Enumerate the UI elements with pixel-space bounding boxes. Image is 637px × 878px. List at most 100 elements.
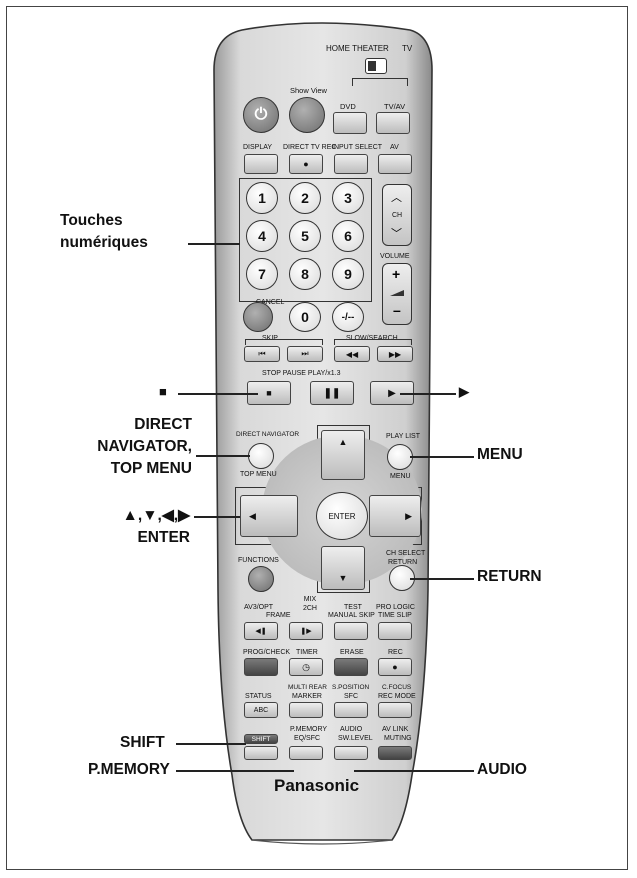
abc-label: ABC — [253, 706, 269, 714]
digit-0-button[interactable]: 0 — [289, 302, 321, 332]
cursor-right-button[interactable]: ▶ — [369, 495, 421, 537]
enter-label: ENTER — [328, 511, 356, 521]
volume-rocker[interactable]: + – — [382, 263, 412, 325]
manual-skip-button[interactable] — [334, 622, 368, 640]
callout-touches-line1: Touches — [60, 212, 123, 229]
dvd-label: DVD — [340, 102, 356, 111]
callout-touches-numeriques: Touches numériques — [60, 210, 186, 254]
frame-back-button[interactable]: ◀❚ — [244, 622, 278, 640]
frame-forward-button[interactable]: ❚▶ — [289, 622, 323, 640]
rec-mode-label: REC MODE — [378, 693, 416, 700]
slow-forward-button[interactable]: ▶▶ — [377, 346, 413, 362]
digit-5-button[interactable]: 5 — [289, 220, 321, 252]
arrow-up-icon: ▲ — [338, 437, 348, 447]
p-memory-button[interactable] — [289, 746, 323, 760]
multi-rear-label: MULTI REAR — [288, 684, 327, 691]
marker-button[interactable] — [289, 702, 323, 718]
p-memory-label: P.MEMORY — [290, 726, 328, 733]
digit-8-button[interactable]: 8 — [289, 258, 321, 290]
av-label: AV — [390, 144, 399, 151]
muting-label: MUTING — [384, 735, 412, 742]
digit-9-button[interactable]: 9 — [332, 258, 364, 290]
rec-mode-button[interactable] — [378, 702, 412, 718]
dvd-button[interactable] — [333, 112, 367, 134]
prog-check-button[interactable] — [244, 658, 278, 676]
top-menu-label: TOP MENU — [240, 471, 277, 478]
ch-label: CH — [392, 212, 403, 219]
av-button[interactable] — [378, 154, 412, 174]
callout-arrows-enter: ▲,▼,◀,▶ ENTER — [60, 505, 190, 549]
skip-forward-icon: ⏭ — [301, 349, 309, 358]
pause-icon: ❚❚ — [323, 387, 341, 399]
record-icon: ● — [392, 662, 398, 672]
shift-button[interactable]: SHIFT — [244, 734, 278, 744]
skip-back-button[interactable]: ⏮ — [244, 346, 280, 362]
input-select-label: INPUT SELECT — [332, 144, 383, 151]
callout-shift: SHIFT — [120, 734, 165, 751]
pause-button[interactable]: ❚❚ — [310, 381, 354, 405]
direct-navigator-button[interactable] — [248, 443, 274, 469]
digit-1-button[interactable]: 1 — [246, 182, 278, 214]
play-icon: ▶ — [388, 387, 396, 399]
sw-level-label: SW.LEVEL — [338, 735, 373, 742]
enter-button[interactable]: ENTER — [316, 492, 368, 540]
timer-button[interactable]: ◷ — [289, 658, 323, 676]
shift-label: SHIFT — [251, 735, 271, 743]
fast-forward-icon: ▶▶ — [388, 349, 402, 359]
functions-button[interactable] — [248, 566, 274, 592]
volume-label: VOLUME — [380, 253, 410, 260]
dash-button[interactable]: -/-- — [332, 302, 364, 332]
channel-rocker[interactable]: ︿ CH ﹀ — [382, 184, 412, 246]
digit-7-button[interactable]: 7 — [246, 258, 278, 290]
mode-switch[interactable] — [365, 58, 387, 74]
leader-return — [410, 578, 474, 580]
erase-button[interactable] — [334, 658, 368, 676]
display-label: DISPLAY — [243, 144, 273, 151]
arrow-right-icon: ▶ — [405, 510, 412, 521]
mix-2ch-label: MIX 2CH — [302, 596, 317, 612]
status-button[interactable]: ABC — [244, 702, 278, 718]
direct-tv-rec-button[interactable]: ● — [289, 154, 323, 174]
status-label: STATUS — [245, 693, 272, 700]
callout-direct-navigator: DIRECT NAVIGATOR, TOP MENU — [40, 414, 192, 480]
arrow-down-icon: ▼ — [338, 573, 348, 583]
direct-tv-rec-label: DIRECT TV REC — [283, 144, 337, 151]
audio-button[interactable] — [334, 746, 368, 760]
clock-icon: ◷ — [302, 661, 310, 672]
cursor-down-button[interactable]: ▼ — [321, 546, 365, 590]
cursor-up-button[interactable]: ▲ — [321, 430, 365, 480]
cancel-button[interactable] — [243, 302, 273, 332]
digit-6-button[interactable]: 6 — [332, 220, 364, 252]
slow-rewind-button[interactable]: ◀◀ — [334, 346, 370, 362]
callout-audio: AUDIO — [477, 761, 527, 778]
muting-button[interactable] — [378, 746, 412, 760]
digit-2-button[interactable]: 2 — [289, 182, 321, 214]
power-button[interactable]: ⏻ — [243, 97, 279, 133]
skip-forward-button[interactable]: ⏭ — [287, 346, 323, 362]
leader-stop — [178, 393, 258, 395]
direct-navigator-label: DIRECT NAVIGATOR — [236, 431, 300, 438]
leader-direct-navigator — [196, 455, 250, 457]
power-icon: ⏻ — [254, 106, 268, 123]
arrow-left-icon: ◀ — [249, 510, 256, 521]
callout-arrows-line1: ▲,▼,◀,▶ — [122, 507, 190, 524]
pro-logic-label: PRO LOGIC — [376, 604, 415, 611]
rec-button[interactable]: ● — [378, 658, 412, 676]
brand-logo: Panasonic — [274, 776, 360, 795]
cursor-left-button[interactable]: ◀ — [240, 495, 298, 537]
sfc-button[interactable] — [334, 702, 368, 718]
shift-key-button[interactable] — [244, 746, 278, 760]
cancel-label: CANCEL — [256, 299, 285, 306]
menu-label: MENU — [390, 473, 411, 480]
tv-av-button[interactable] — [376, 112, 410, 134]
time-slip-button[interactable] — [378, 622, 412, 640]
numeric-keypad-box — [239, 178, 372, 302]
display-button[interactable] — [244, 154, 278, 174]
frame-back-icon: ◀❚ — [255, 628, 267, 635]
digit-4-button[interactable]: 4 — [246, 220, 278, 252]
digit-3-button[interactable]: 3 — [332, 182, 364, 214]
show-view-button[interactable] — [289, 97, 325, 133]
input-select-button[interactable] — [334, 154, 368, 174]
callout-return: RETURN — [477, 568, 542, 585]
